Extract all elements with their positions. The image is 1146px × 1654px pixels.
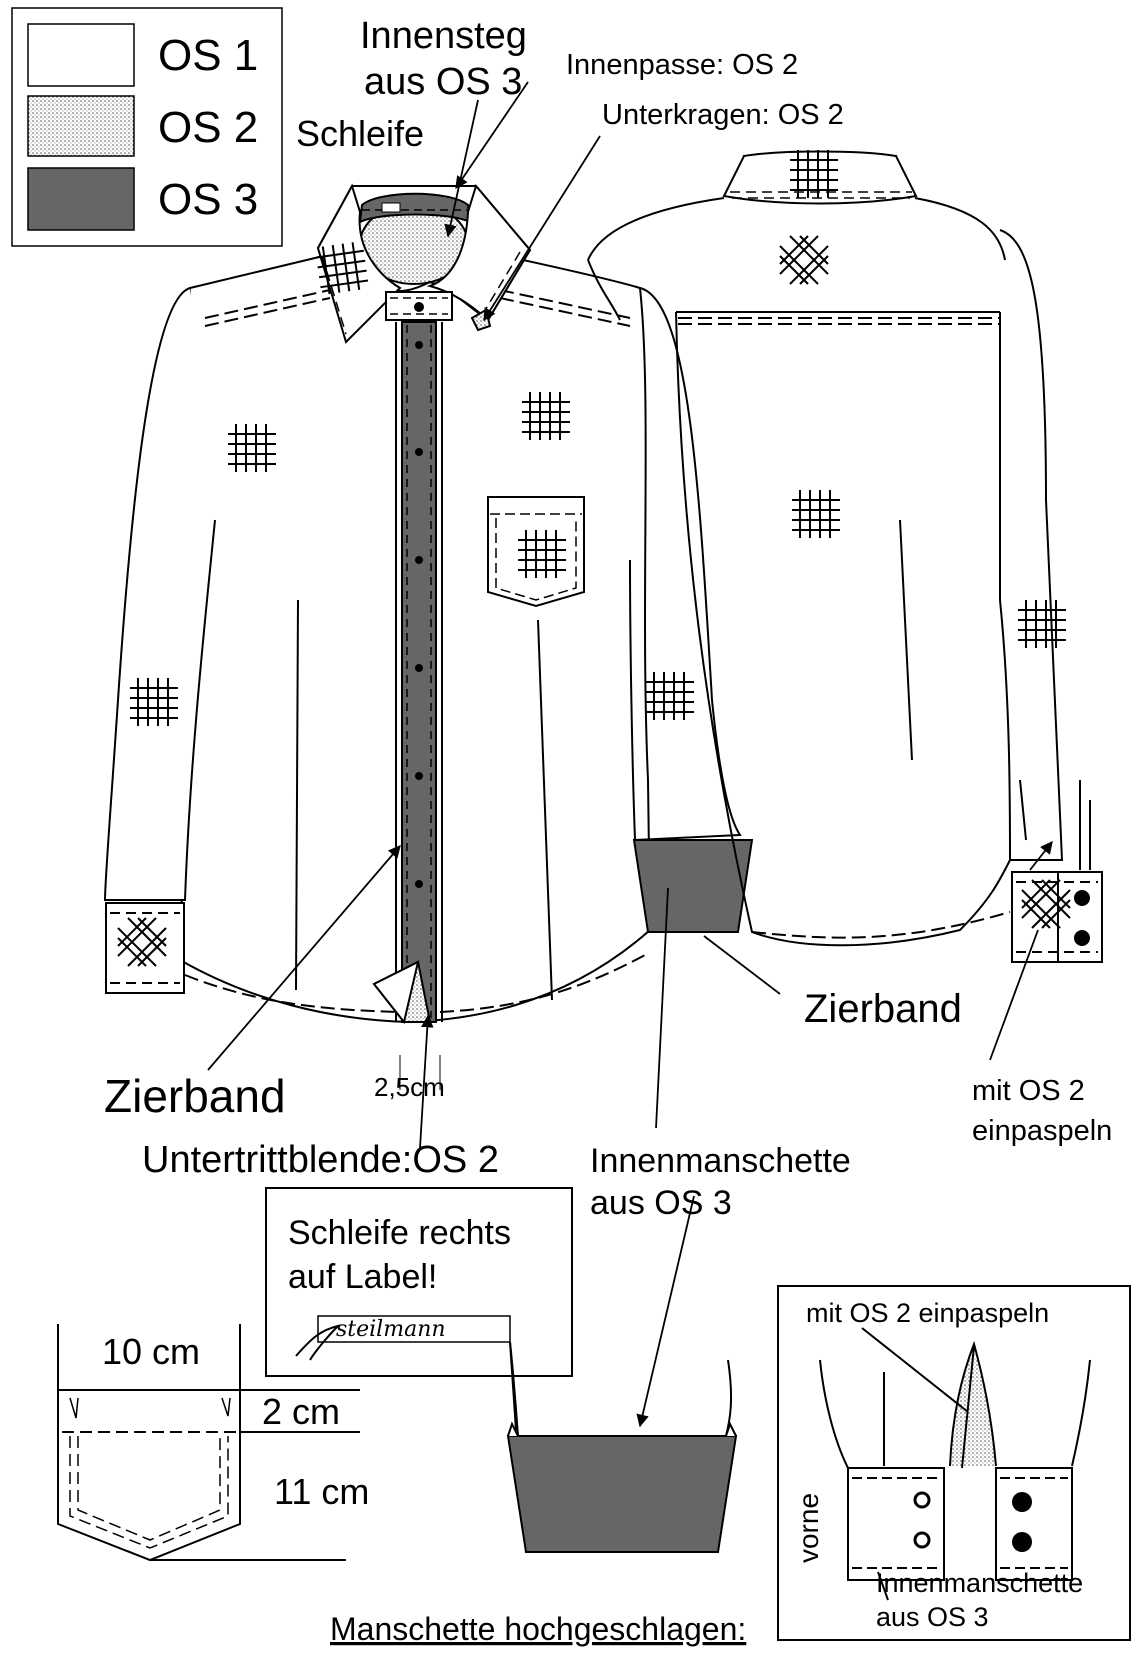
- label-innenmanschette-1: Innenmanschette: [590, 1142, 851, 1180]
- detail-label-innenmanschette-2: aus OS 3: [876, 1602, 989, 1632]
- button-icon: [415, 556, 423, 564]
- legend-swatch-os1: [27, 23, 135, 87]
- button-icon: [415, 448, 423, 456]
- button-icon: [913, 1531, 931, 1549]
- schleife-note-line-1: Schleife rechts: [288, 1214, 511, 1252]
- detail-label-einpaspeln: mit OS 2 einpaspeln: [806, 1298, 1049, 1328]
- back-collar: [722, 150, 918, 205]
- pocket-width: 10 cm: [102, 1331, 200, 1372]
- label-innenpasse: Innenpasse: OS 2: [566, 49, 798, 81]
- button-icon: [415, 772, 423, 780]
- schleife-note-line-2: auf Label!: [288, 1258, 437, 1296]
- brand-label: [317, 1315, 511, 1343]
- label-innensteg-1: Innensteg: [360, 15, 527, 57]
- label-width-2-5cm: 2,5cm: [374, 1072, 445, 1102]
- legend: OS 1 OS 2 OS 3: [11, 7, 283, 247]
- button-icon: [1012, 1532, 1032, 1552]
- callout-arrows: [207, 81, 1053, 1428]
- detail-label-innenmanschette-1: Innenmanschette: [876, 1568, 1083, 1598]
- label-untertrittblende: Untertrittblende:OS 2: [142, 1139, 499, 1181]
- checker-stitch-icon: [645, 671, 695, 721]
- brand-label-text: steilmann: [336, 1317, 446, 1342]
- legend-swatch-os3: [27, 167, 135, 231]
- label-einpaspeln-2: einpaspeln: [972, 1115, 1112, 1147]
- label-innensteg-2: aus OS 3: [364, 61, 522, 103]
- label-zierband-right: Zierband: [804, 987, 962, 1031]
- checker-stitch-icon: [1017, 599, 1067, 649]
- label-manschette-hochgeschlagen: Manschette hochgeschlagen:: [330, 1611, 746, 1647]
- schleife-note-box: Schleife rechts auf Label! steilmann: [265, 1187, 573, 1431]
- pocket-height: 11 cm: [274, 1471, 369, 1512]
- label-schleife: Schleife: [296, 113, 424, 154]
- legend-swatch-os2: [27, 95, 135, 157]
- cuff-detail-box: mit OS 2 einpaspeln vorne Innenmanschett…: [777, 1285, 1131, 1641]
- detail-label-vorne: vorne: [793, 1493, 824, 1563]
- label-zierband-left: Zierband: [104, 1070, 286, 1122]
- button-icon: [415, 880, 423, 888]
- button-icon: [1074, 930, 1090, 946]
- pocket-flap-height: 2 cm: [262, 1391, 340, 1432]
- folded-cuff: [506, 1341, 738, 1553]
- legend-label-os1: OS 1: [158, 31, 258, 80]
- checker-stitch-icon: [779, 235, 829, 285]
- legend-label-os3: OS 3: [158, 175, 258, 224]
- front-inner-cuff: [632, 839, 754, 933]
- untertritt-corner: [372, 960, 432, 1025]
- button-icon: [913, 1491, 931, 1509]
- checker-stitch-icon: [791, 489, 841, 539]
- button-icon: [414, 302, 424, 312]
- pocket-spec: [57, 1324, 360, 1562]
- label-innenmanschette-2: aus OS 3: [590, 1184, 732, 1222]
- legend-label-os2: OS 2: [158, 103, 258, 152]
- button-icon: [1074, 890, 1090, 906]
- bow-icon: [295, 1324, 342, 1361]
- front-placket: [395, 321, 443, 1023]
- button-icon: [415, 341, 423, 349]
- button-icon: [1012, 1492, 1032, 1512]
- label-unterkragen: Unterkragen: OS 2: [602, 99, 844, 131]
- button-icon: [415, 664, 423, 672]
- label-einpaspeln-1: mit OS 2: [972, 1075, 1085, 1107]
